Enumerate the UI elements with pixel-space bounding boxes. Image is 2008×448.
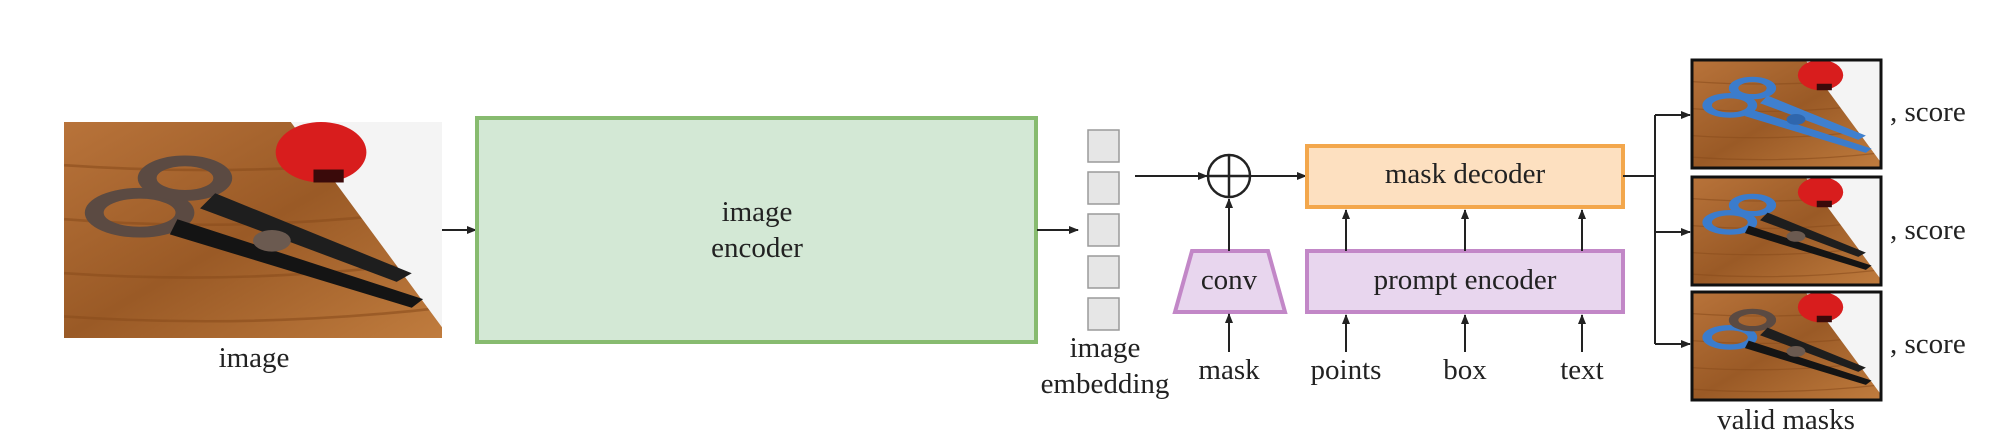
embedding-cell (1087, 297, 1120, 331)
image-embedding-label: image embedding (1015, 330, 1195, 402)
box-label: box (1443, 354, 1487, 386)
points-label: points (1310, 354, 1382, 386)
output-mask-1 (1690, 58, 1883, 170)
image-embedding-stack (1087, 129, 1120, 331)
decoder-output-branches (1623, 111, 1691, 348)
input-image-label: image (218, 342, 290, 374)
embedding-cell (1087, 213, 1120, 247)
conv-block (1172, 249, 1288, 314)
output-mask-2 (1690, 175, 1883, 287)
mask-decoder-label: mask decoder (1384, 158, 1546, 190)
embedding-cell (1087, 129, 1120, 163)
text-label: text (1560, 354, 1604, 386)
image-embedding-label-line2: embedding (1040, 368, 1170, 400)
embedding-cell (1087, 255, 1120, 289)
image-encoder-box (475, 116, 1038, 344)
image-encoder-label-line1: image (721, 196, 793, 228)
output-mask-3 (1690, 290, 1883, 402)
image-encoder-label: image encoder (657, 194, 857, 266)
conv-label: conv (1200, 264, 1258, 296)
embedding-cell (1087, 171, 1120, 205)
valid-masks-label: valid masks (1717, 404, 1855, 436)
score-label-1: , score (1890, 96, 1966, 128)
sum-operator (1206, 153, 1252, 199)
prompt-encoder-label: prompt encoder (1373, 264, 1557, 296)
image-embedding-label-line1: image (1069, 332, 1141, 364)
input-image (64, 122, 442, 338)
score-label-3: , score (1890, 328, 1966, 360)
mask-input-label: mask (1198, 354, 1260, 386)
score-label-2: , score (1890, 214, 1966, 246)
image-encoder-label-line2: encoder (711, 232, 803, 264)
